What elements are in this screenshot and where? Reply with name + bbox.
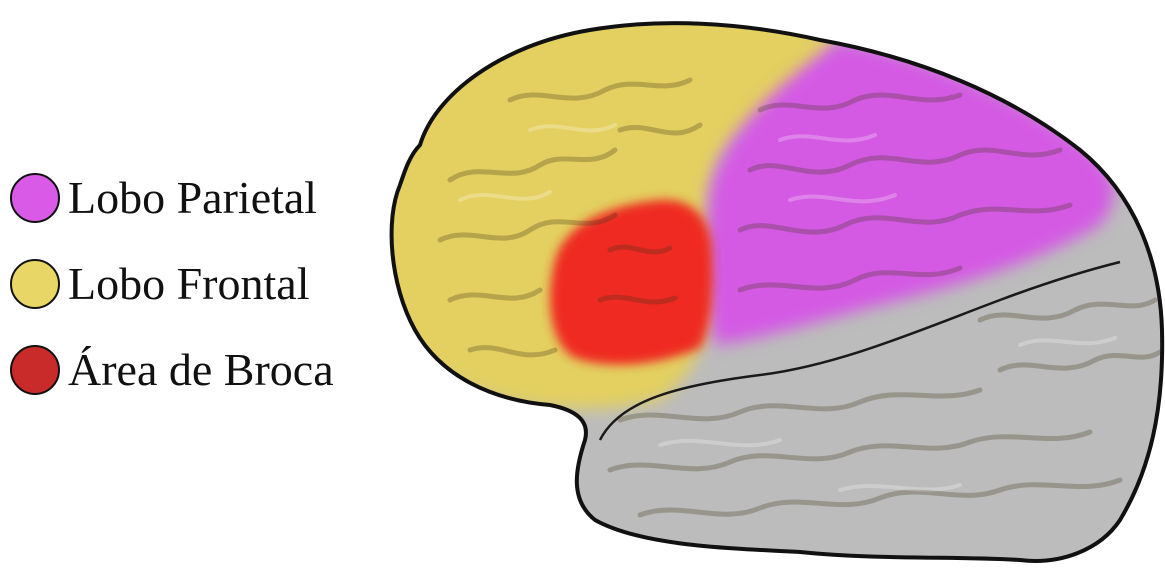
legend-label-broca: Área de Broca <box>68 347 334 393</box>
legend-item-broca: Área de Broca <box>10 327 334 413</box>
frontal-color-swatch <box>10 259 60 309</box>
legend-label-frontal: Lobo Frontal <box>68 261 309 307</box>
legend-item-frontal: Lobo Frontal <box>10 241 334 327</box>
legend-label-parietal: Lobo Parietal <box>68 175 317 221</box>
legend: Lobo Parietal Lobo Frontal Área de Broca <box>10 155 334 413</box>
broca-color-swatch <box>10 345 60 395</box>
legend-item-parietal: Lobo Parietal <box>10 155 334 241</box>
parietal-color-swatch <box>10 173 60 223</box>
brain-illustration <box>360 0 1165 569</box>
